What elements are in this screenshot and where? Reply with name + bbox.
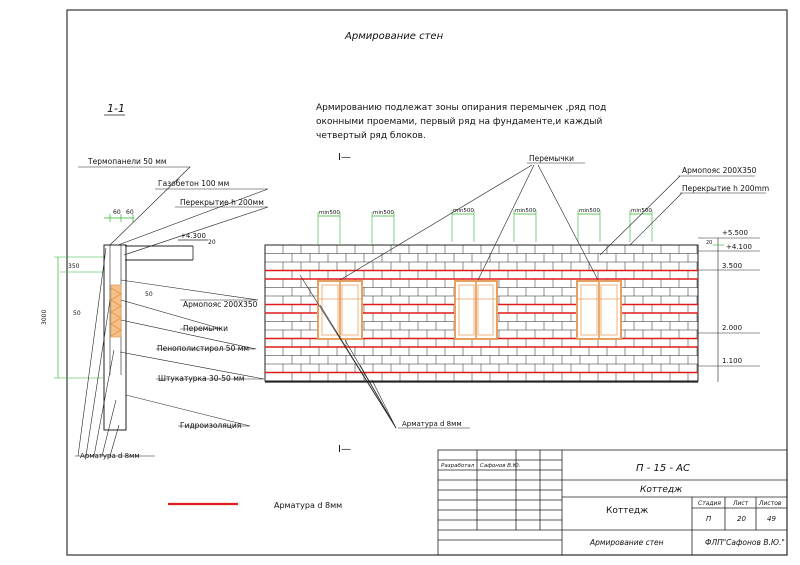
dim-3000: 3000: [41, 310, 48, 325]
tb-stage-header: Стадия: [698, 500, 721, 507]
section-label: 1-1: [107, 102, 125, 115]
dim-60-a: 60: [113, 209, 121, 216]
tb-code: П - 15 - АС: [636, 463, 690, 474]
level-1100: 1.100: [722, 357, 742, 365]
callout-waterproofing: Гидроизоляция: [180, 421, 241, 430]
window-sash-left: [580, 284, 598, 336]
window-sash-right: [477, 284, 494, 336]
tb-sheet-header: Лист: [732, 500, 749, 507]
tb-developer-name: Сафонов В.Ю.: [480, 463, 521, 469]
title-block: [437, 449, 788, 556]
callout-rebar-elevation: Арматура d 8мм: [402, 420, 462, 428]
tb-stage: П: [706, 515, 712, 523]
level-20: 20: [706, 240, 712, 246]
tb-drawing-name: Армирование стен: [589, 538, 664, 547]
callout-polystyrene: Пенополистирол 50 мм: [157, 344, 249, 353]
level-2000: 2.000: [722, 324, 742, 332]
level-5500: +5.500: [722, 229, 748, 237]
callout-thermopanels: Термопанели 50 мм: [87, 157, 167, 166]
window-sash-right: [600, 284, 618, 336]
legend-rebar-label: Арматура d 8мм: [274, 501, 342, 510]
min500-tag-label: min500: [515, 208, 536, 214]
tb-sheets-header: Листов: [758, 500, 782, 507]
windows: [317, 280, 622, 340]
wall-body: [103, 244, 127, 431]
level-mark-4300: +4.300: [180, 232, 206, 240]
sheet-frame: [66, 9, 788, 556]
min500-tag-label: min500: [319, 210, 340, 216]
tb-sheets-total: 49: [767, 515, 776, 523]
window-sash-right: [341, 284, 359, 336]
elevation-leaders: [299, 162, 766, 429]
brick-wall-elevation: [264, 244, 699, 383]
section-leaders: [75, 166, 269, 457]
tb-developer-role: Разработал: [441, 463, 475, 469]
tb-object-name: Коттедж: [606, 506, 648, 516]
min500-tag-label: min500: [579, 208, 600, 214]
insulation-band: [110, 284, 122, 338]
dim-20: 20: [208, 239, 216, 246]
callout-ring-beam: Армопояс 200Х350: [183, 300, 258, 309]
level-4100: +4.100: [726, 243, 752, 251]
callout-gas-concrete: Газобетон 100 мм: [158, 179, 229, 188]
dim-50-left: 50: [73, 310, 81, 317]
tb-company: ФЛП"Сафонов В.Ю.": [705, 538, 785, 547]
callout-floor-slab-elevation: Перекрытие h 200mm: [682, 184, 769, 193]
window-sash-left: [458, 284, 475, 336]
cut-mark-top: I—: [338, 152, 351, 163]
dim-60-b: 60: [126, 209, 134, 216]
cut-mark-bottom: I—: [338, 444, 351, 455]
callout-lintels-elevation: Перемычки: [529, 154, 574, 163]
tb-sheet-no: 20: [737, 515, 746, 523]
insulation-hatch: [110, 287, 122, 337]
min500-tag-label: min500: [373, 210, 394, 216]
tb-project: Коттедж: [640, 485, 683, 495]
sheet-title: Армирование стен: [344, 31, 444, 42]
callout-plaster: Штукатурка 30-50 мм: [158, 374, 245, 383]
note-line-1: Армированию подлежат зоны опирания перем…: [316, 103, 606, 113]
note-line-2: оконными проемами, первый ряд на фундаме…: [316, 117, 602, 127]
callout-rebar-section: Арматура d 8мм: [80, 452, 140, 460]
min500-tag-label: min500: [631, 208, 652, 214]
callout-lintels: Перемычки: [183, 324, 228, 333]
min500-tag-label: min500: [453, 208, 474, 214]
callout-ring-beam-elevation: Армопояс 200Х350: [682, 166, 757, 175]
callout-floor-slab: Перекрытие h 200мм: [180, 198, 264, 207]
dim-350: 350: [68, 263, 80, 270]
note-line-3: четвертый ряд блоков.: [316, 131, 426, 141]
min500-tags: min500 min500 min500 min500 min500 min500: [317, 208, 652, 244]
level-3500: 3.500: [722, 262, 742, 270]
level-marks: [698, 237, 760, 382]
dim-50-right: 50: [145, 291, 153, 298]
